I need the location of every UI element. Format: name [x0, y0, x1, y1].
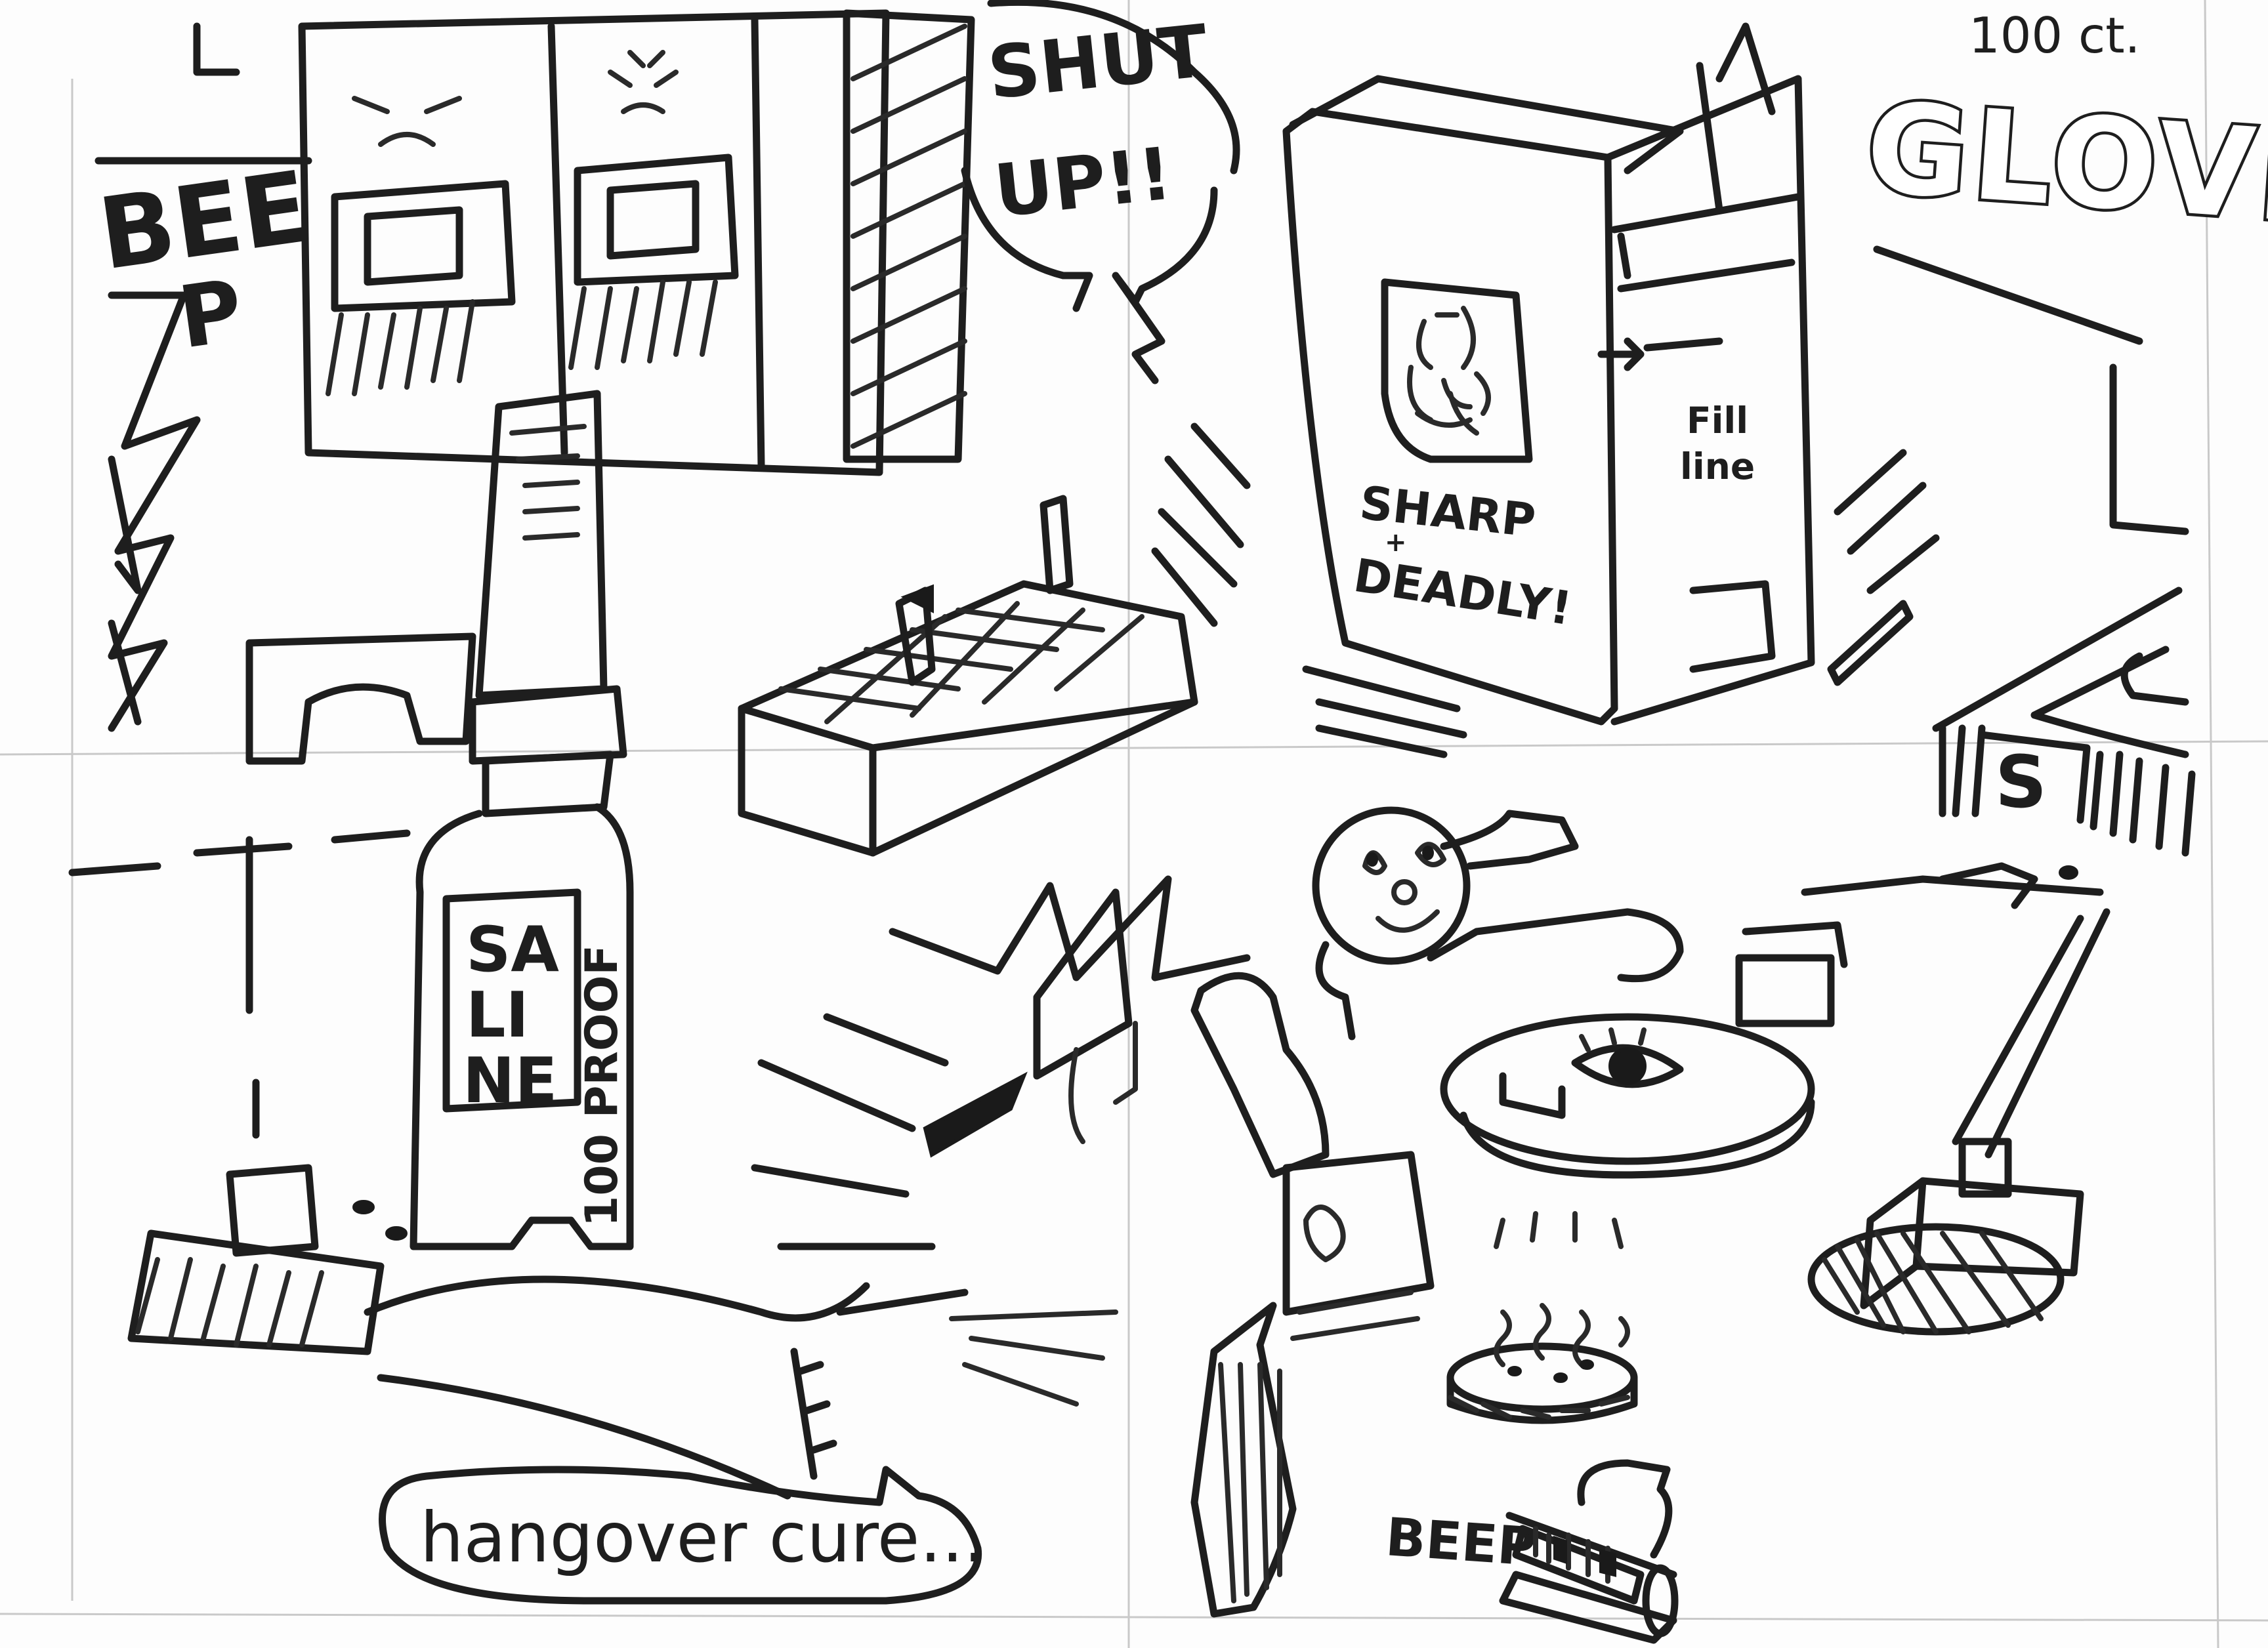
fill-line-label-line2: line	[1680, 445, 1755, 487]
saline-label-line3: NE	[463, 1045, 557, 1117]
shut-up-speech-bubble: SHUT UP!!	[961, 0, 1240, 384]
pulse-oximeter	[1499, 1459, 1679, 1644]
patient-arm	[127, 1229, 870, 1500]
glove-box-letter: S	[1995, 740, 2047, 824]
nurse-character	[1190, 806, 1684, 1618]
glove-box: 100 ct. GLOVES S	[1827, 7, 2268, 857]
sharps-label-plus: +	[1385, 527, 1407, 558]
gloves-word: GLOVES	[1862, 75, 2268, 260]
biohazard-icon	[1407, 306, 1491, 436]
glove-count-label: 100 ct.	[1969, 7, 2140, 64]
shut-up-line2: UP!!	[990, 131, 1175, 234]
hangover-cure-speech-bubble: hangover cure...	[379, 1466, 985, 1605]
sharps-container: SHARP + DEADLY! Fill line	[1151, 22, 1940, 758]
sharps-label-line2: DEADLY!	[1350, 548, 1575, 636]
saline-label-line2: LI	[466, 979, 529, 1052]
saline-label-line1: SA	[466, 914, 559, 986]
action-burst	[751, 875, 1251, 1407]
shut-up-line1: SHUT	[984, 9, 1211, 115]
saline-proof-label: 100 PROOF	[576, 945, 628, 1227]
hangover-cure-text: hangover cure...	[420, 1498, 985, 1578]
beep-left-line2: P	[173, 260, 249, 368]
iv-pole-with-saline: SA LI NE 100 PROOF	[68, 390, 634, 1257]
fill-line-label-line1: Fill	[1687, 400, 1748, 442]
vital-signs-monitors	[193, 9, 975, 476]
overhead-surgical-lamp	[1440, 862, 2104, 1179]
patient-monitor-base	[1807, 908, 2110, 1336]
hospital-bed	[738, 495, 1198, 857]
medicine-dish	[1446, 1211, 1638, 1424]
